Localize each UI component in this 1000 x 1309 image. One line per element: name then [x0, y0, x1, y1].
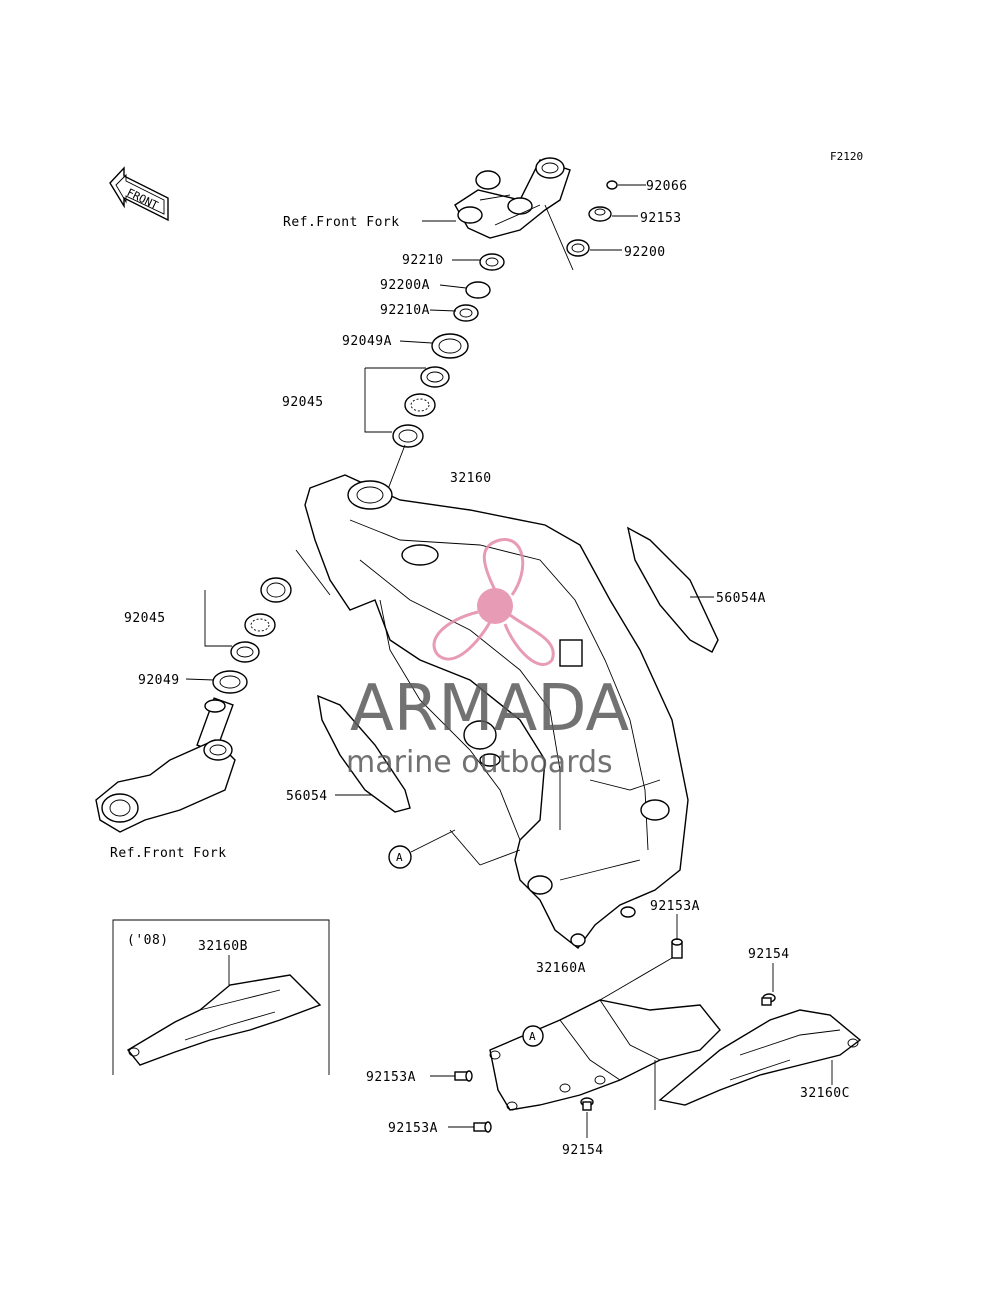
main-frame-32160	[304, 474, 689, 949]
label-ref-a-main: A	[396, 851, 403, 864]
upper-triple-clamp	[454, 157, 571, 239]
label-92049: 92049	[138, 673, 180, 688]
label-32160a: 32160A	[536, 961, 586, 976]
label-ref-front-fork-top: Ref.Front Fork	[283, 215, 400, 230]
bolt-92153a-left1	[454, 1070, 473, 1082]
nut-92210a	[453, 304, 479, 322]
label-56054a: 56054A	[716, 591, 766, 606]
label-92210: 92210	[402, 253, 444, 268]
label-ref-front-fork-bottom: Ref.Front Fork	[110, 846, 227, 861]
label-92154-bottom: 92154	[562, 1143, 604, 1158]
seal-92049	[212, 670, 248, 694]
label-92153: 92153	[640, 211, 682, 226]
label-32160b: 32160B	[198, 939, 248, 954]
label-92200a: 92200A	[380, 278, 430, 293]
ref-a-marker-main	[388, 845, 412, 869]
label-92154-right: 92154	[748, 947, 790, 962]
nut-92210	[479, 253, 505, 271]
washer-92200	[566, 239, 590, 257]
propeller-icon	[432, 538, 555, 666]
label-92066: 92066	[646, 179, 688, 194]
washer-92200a	[465, 281, 491, 299]
watermark-tagline: marine outboards	[346, 745, 613, 780]
subframe-32160a	[489, 999, 721, 1111]
label-92153a-left1: 92153A	[366, 1070, 416, 1085]
lower-triple-clamp	[95, 697, 236, 833]
bolt-92153a-left2	[473, 1121, 492, 1133]
inset-year-label: ('08)	[127, 933, 169, 948]
front-arrow-icon: FRONT	[109, 166, 169, 222]
subframe-32160b	[126, 974, 322, 1066]
figure-code: F2120	[830, 150, 863, 163]
race-upper	[420, 366, 450, 388]
cover-56054	[317, 694, 411, 813]
subframe-32160c	[658, 1009, 862, 1106]
label-92200: 92200	[624, 245, 666, 260]
cover-56054a	[626, 526, 719, 653]
label-92210a: 92210A	[380, 303, 430, 318]
bearing-lower	[244, 613, 276, 637]
cap-92066	[606, 180, 618, 190]
race-bottom	[230, 641, 260, 663]
bolt-92154-bottom	[580, 1097, 594, 1111]
label-56054: 56054	[286, 789, 328, 804]
bolt-92154-right	[761, 993, 776, 1006]
nut-92153	[588, 206, 612, 222]
label-92045-left: 92045	[124, 611, 166, 626]
race-lower	[260, 577, 292, 603]
label-92153a-top: 92153A	[650, 899, 700, 914]
inset-2008: ('08) 32160B	[112, 919, 330, 1075]
bolt-92153a-top	[671, 938, 683, 959]
ref-a-marker-sub	[522, 1025, 544, 1047]
label-92049a: 92049A	[342, 334, 392, 349]
watermark-brand: ARMADA	[350, 672, 629, 746]
label-92045-top: 92045	[282, 395, 324, 410]
label-32160c: 32160C	[800, 1086, 850, 1101]
race-lower-top	[392, 424, 424, 448]
label-ref-a-sub: A	[529, 1030, 536, 1043]
watermark-logo: ARMADA marine outboards	[346, 538, 629, 780]
label-32160: 32160	[450, 471, 492, 486]
bearing-upper	[404, 393, 436, 417]
seal-92049a	[431, 333, 469, 359]
label-92153a-left2: 92153A	[388, 1121, 438, 1136]
